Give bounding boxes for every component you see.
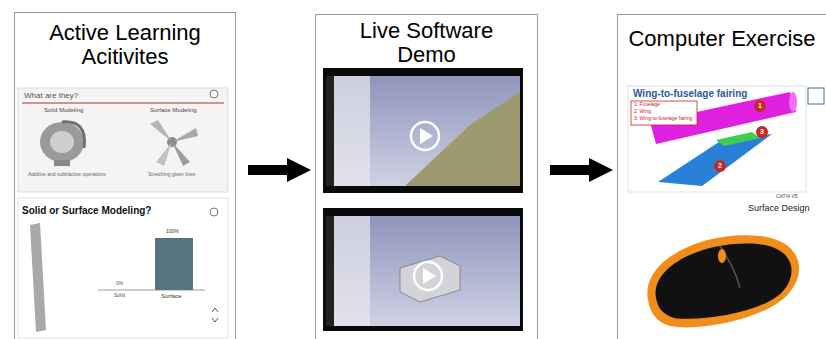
video-frame <box>323 68 523 193</box>
play-button <box>411 122 439 150</box>
spec-tree <box>334 216 370 326</box>
software-view <box>326 76 520 186</box>
propeller-picture <box>150 120 198 166</box>
mouse-picture <box>647 235 799 327</box>
fuselage-end <box>789 92 797 112</box>
video-frame <box>323 208 523 331</box>
slide-text: 3: Wing-to-fuselage fairing <box>634 116 692 122</box>
surface-part <box>405 92 520 186</box>
panel-heading: Live Software Demo <box>342 19 512 67</box>
software-view <box>326 216 520 326</box>
slide <box>18 198 228 338</box>
logo <box>210 90 218 98</box>
play-button <box>414 262 442 290</box>
callout-circle <box>756 126 768 138</box>
panel: Computer Exercise <box>617 14 826 339</box>
slide-text: 0% <box>116 281 123 287</box>
panel: Live Software Demo <box>315 14 538 339</box>
slide-text: Surface Design <box>748 203 810 213</box>
slide-text: Stretching given lines <box>148 172 196 178</box>
scroll-icon <box>212 308 218 322</box>
slide-text: 2: Wing <box>634 109 651 115</box>
callout-number: 1 <box>758 102 762 110</box>
callout-number: 2 <box>718 162 722 170</box>
slide-text: Surface <box>161 293 182 300</box>
slide-text: Wing-to-fuselage fairing <box>633 88 747 100</box>
panel-heading: Active Learning Acitivites <box>25 21 225 69</box>
toolbar <box>326 216 334 326</box>
chart-bar <box>155 238 193 290</box>
logo <box>808 88 824 104</box>
slide-text: Solid Modeling <box>44 107 83 114</box>
toolbar <box>326 76 334 186</box>
flow-arrow <box>248 165 299 175</box>
slide <box>628 86 806 192</box>
callout-circle <box>754 100 766 112</box>
callout-number: 3 <box>760 128 764 136</box>
blade-picture <box>30 223 46 332</box>
slide-text: Surface Modeling <box>150 107 197 114</box>
slide-text: Solid <box>114 293 125 299</box>
legend-box <box>631 101 697 125</box>
flow-arrow <box>550 165 601 175</box>
fairing-picture <box>716 132 760 146</box>
slide-text: What are they? <box>24 91 78 100</box>
slide-text: CATIA V5 <box>776 194 798 200</box>
slide-text: 1: Fuselage <box>634 102 660 108</box>
slide-rule <box>22 103 224 104</box>
slide-text: Solid or Surface Modeling? <box>22 205 151 217</box>
slide <box>18 88 228 192</box>
impeller-picture <box>40 122 85 166</box>
slide-text: Additive and subtractive operations <box>28 172 106 178</box>
slide-text: 100% <box>166 229 179 235</box>
logo <box>210 208 218 216</box>
wing-picture <box>658 134 772 186</box>
callout-circle <box>714 160 726 172</box>
panel-heading: Computer Exercise <box>622 27 822 51</box>
solid-part <box>400 256 460 302</box>
spec-tree <box>334 76 370 186</box>
